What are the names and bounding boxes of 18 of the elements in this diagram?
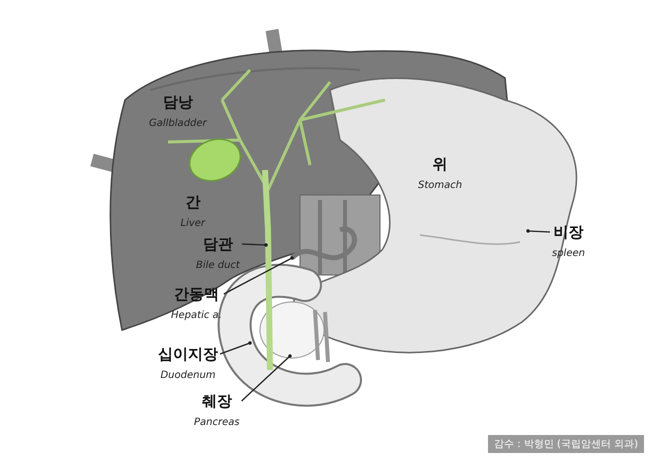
organ-name-english: Liver xyxy=(180,217,206,231)
organ-name-english: Stomach xyxy=(418,179,462,193)
organ-name: 담낭 xyxy=(163,93,193,111)
organ-name-english: Bile duct xyxy=(196,259,240,273)
leader-line xyxy=(220,341,252,355)
organ-name-english: Gallbladder xyxy=(149,117,207,131)
organ-name: 십이지장 xyxy=(158,345,218,363)
leader-line xyxy=(224,256,294,295)
organ-name-english: Duodenum xyxy=(160,369,216,383)
organ-name: 위 xyxy=(432,155,448,173)
leader-line xyxy=(526,229,550,233)
organ-name-english: Pancreas xyxy=(194,416,240,430)
credit-note: 감수 : 박형민 (국립암센터 외과) xyxy=(488,435,644,453)
organ-name: 췌장 xyxy=(202,392,232,410)
organ-name: 담관 xyxy=(202,235,233,253)
leader-line xyxy=(242,243,268,247)
organ-name: 간 xyxy=(186,193,200,211)
leader-line xyxy=(241,354,292,402)
